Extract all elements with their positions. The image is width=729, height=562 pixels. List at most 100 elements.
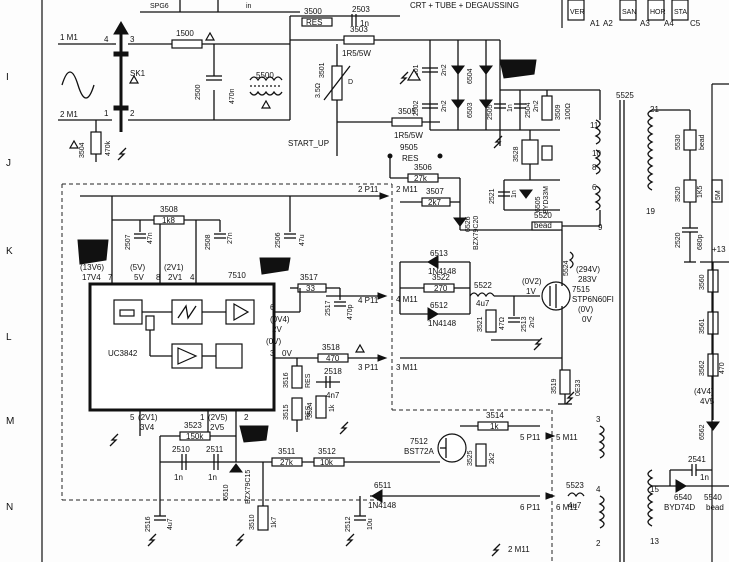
ic-latch-block (215, 343, 243, 369)
diode-6504-icon (451, 65, 465, 75)
pin3-top: (0V) (266, 337, 281, 346)
d6511-icon (371, 489, 383, 503)
p2-arrow-icon (379, 192, 390, 200)
fb-winding-2 (598, 495, 605, 529)
c2516-label: 2516 (145, 516, 152, 532)
v4v5-bot: 4V5 (700, 397, 715, 406)
header-col-hor: HOR (650, 9, 666, 16)
d6540-type: BYD74D (664, 503, 695, 512)
pin4-top: (2V1) (164, 263, 184, 272)
sk1-warning-icon (128, 74, 140, 84)
c2504-value: 2n2 (533, 100, 540, 112)
p4-arrow-icon (377, 292, 388, 300)
r3516 (291, 365, 303, 389)
l5540-label: 5540 (704, 493, 722, 502)
fb-winding-1 (598, 425, 605, 459)
r3520 (683, 179, 697, 203)
r3500-label: 3500 (304, 7, 322, 16)
plus13-label: +13 (712, 245, 726, 254)
l5520 (531, 221, 563, 231)
row-label-k: K (6, 246, 13, 257)
r9505-value: RES (402, 154, 418, 163)
l5523-label: 5523 (566, 481, 584, 490)
mosfet-7515-label: 7515 (572, 285, 590, 294)
mains-in2-label: 2 M1 (60, 110, 78, 119)
c2516-value: 4u7 (167, 518, 174, 530)
r3508-value: 1k8 (162, 216, 175, 225)
earth-icon-8 (345, 533, 355, 547)
r3521-value: 47Ω (499, 317, 506, 330)
r3500 (301, 17, 333, 27)
p4-label: 4 P11 (358, 296, 379, 305)
c2518-value: 4n7 (326, 391, 340, 400)
c2511-label: 2511 (206, 445, 224, 454)
header-col-san: SAN (622, 9, 636, 16)
pin7-num: 7 (108, 273, 113, 282)
t7512-label: 7512 (410, 437, 428, 446)
header-box-san (619, 0, 637, 21)
header-box-ver (567, 0, 585, 21)
row-label-i: I (6, 72, 9, 83)
c2500-label: 2500 (195, 84, 202, 100)
tx-pin-9: 9 (598, 223, 603, 232)
d6511-label: 6511 (374, 481, 392, 490)
c2541-value: 1n (700, 473, 709, 482)
row-label-j: J (6, 158, 11, 169)
c2502-label: 2502 (413, 100, 420, 116)
d6540-label: 6540 (674, 493, 692, 502)
r3525-label: 3525 (467, 450, 474, 466)
header-col-sta: STA (674, 9, 687, 16)
pin3-bot: 0V (282, 349, 292, 358)
r3514 (477, 421, 509, 431)
r3515 (291, 397, 303, 421)
c5530-label: 5530 (675, 134, 682, 150)
r3506-label: 3506 (414, 163, 432, 172)
header-box-sta (671, 0, 689, 21)
c2504-label: 2504 (525, 102, 532, 118)
c2521-label: 2521 (489, 188, 496, 204)
primary-coil-1 (594, 119, 601, 145)
earth-icon-6 (147, 533, 157, 547)
c2518-label: 2518 (324, 367, 342, 376)
ac-sine-symbol (61, 71, 95, 99)
earth-icon-1 (399, 71, 409, 85)
c2512-value: 10u (367, 518, 374, 530)
pin6-top: (0V4) (270, 315, 290, 324)
v-gate-bot: 1V (526, 287, 536, 296)
pin8-num: 8 (156, 273, 161, 282)
c2502-value: 2n2 (441, 100, 448, 112)
pin5-num: 5 (130, 413, 135, 422)
p5-label: 5 P11 (520, 433, 541, 442)
d6526-type: BZX79C20 (473, 216, 480, 250)
sk1-pin2: 2 (130, 109, 135, 118)
earth-icon-10 (565, 391, 575, 405)
c2517-label: 2517 (325, 300, 332, 316)
d6512-label: 6512 (430, 301, 448, 310)
pin4-num: 4 (190, 273, 195, 282)
r3518-value: 470 (326, 354, 340, 363)
pin2-top: (2V5) (208, 413, 228, 422)
r3509-value: 100Ω (565, 103, 572, 120)
earth-icon-9 (491, 543, 501, 557)
v4v5-top: (4V4) (694, 387, 714, 396)
d6562-label: 6562 (699, 424, 706, 440)
ntc3501-label: 3501 (319, 62, 326, 78)
r3524-label: 3524 (307, 402, 314, 418)
c2503-value: 1n (360, 19, 369, 28)
l5540-value: bead (706, 503, 724, 512)
sk1-contact-bot (113, 105, 129, 111)
tx-pin-3: 3 (596, 415, 601, 424)
secondary-coil-bot (647, 469, 654, 527)
c2507-value: 47n (147, 232, 154, 244)
pin8-bot: 5V (134, 273, 144, 282)
ntc3501-value: 3.5Ω (315, 83, 322, 98)
header-box-hor (647, 0, 665, 21)
transistor-7512 (437, 433, 467, 463)
ic-sense-res (145, 315, 155, 331)
sk1-pin3: 3 (130, 35, 135, 44)
tx-pin-15: 15 (650, 485, 659, 494)
c2506-value: 47u (299, 234, 306, 246)
m4-label: 4 M11 (396, 295, 418, 304)
l5522-label: 5522 (474, 281, 492, 290)
pin7-top: (13V6) (80, 263, 104, 272)
